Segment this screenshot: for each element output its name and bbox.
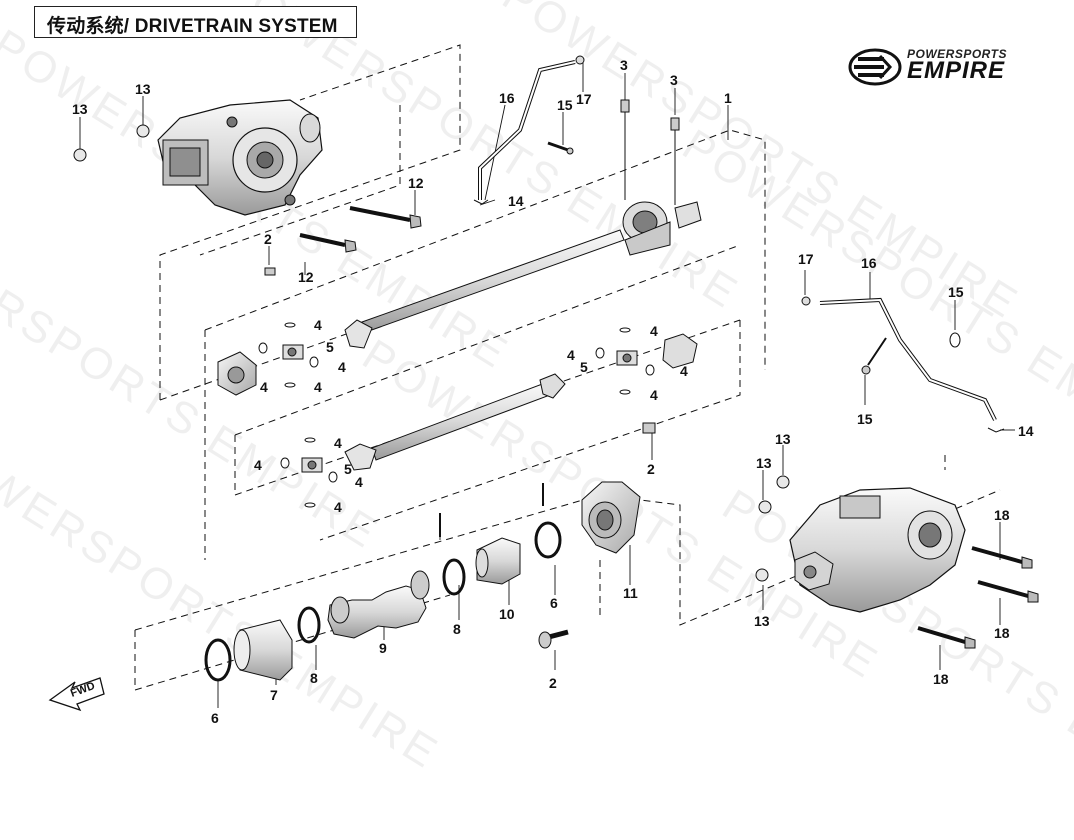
- callout-18: 18: [994, 507, 1010, 523]
- bolt-2: [642, 422, 656, 434]
- callout-9: 9: [379, 640, 387, 656]
- callout-1: 1: [724, 90, 732, 106]
- front-differential: [157, 99, 323, 216]
- propeller-shaft-upper: [344, 201, 702, 349]
- callout-4: 4: [680, 363, 688, 379]
- callout-15: 15: [948, 284, 964, 300]
- flange-yoke-front: [217, 351, 257, 396]
- washer-13: [73, 148, 87, 162]
- rear-differential: [789, 487, 966, 613]
- breather-hose: [473, 55, 585, 205]
- bolt-12: [299, 233, 357, 253]
- callout-3: 3: [620, 57, 628, 73]
- callout-4: 4: [314, 317, 322, 333]
- callout-2: 2: [647, 461, 655, 477]
- page-title: 传动系统/ DRIVETRAIN SYSTEM: [47, 16, 338, 37]
- callout-13: 13: [756, 455, 772, 471]
- callout-4: 4: [334, 499, 342, 515]
- rear-ujoint: [616, 333, 698, 369]
- callout-8: 8: [310, 670, 318, 686]
- callout-2: 2: [549, 675, 557, 691]
- washer-13: [758, 500, 772, 514]
- callout-18: 18: [994, 625, 1010, 641]
- callout-5: 5: [326, 339, 334, 355]
- callout-13: 13: [775, 431, 791, 447]
- washer-13: [136, 124, 150, 138]
- brand-tagline: POWERSPORTS: [907, 47, 1007, 61]
- callout-3: 3: [670, 72, 678, 88]
- cv-boot-parts: [204, 481, 641, 682]
- snap-rings: [280, 327, 655, 508]
- callout-4: 4: [650, 323, 658, 339]
- callout-5: 5: [344, 461, 352, 477]
- callout-4: 4: [338, 359, 346, 375]
- brand-name: EMPIRE: [907, 57, 1006, 84]
- callout-14: 14: [508, 193, 524, 209]
- diagram-canvas: FWD: [48, 44, 1039, 726]
- callout-4: 4: [355, 474, 363, 490]
- callout-5: 5: [580, 359, 588, 375]
- callout-18: 18: [933, 671, 949, 687]
- callout-12: 12: [298, 269, 314, 285]
- callout-14: 14: [1018, 423, 1034, 439]
- universal-joint: [282, 344, 304, 360]
- callout-17: 17: [576, 91, 592, 107]
- callout-13: 13: [135, 81, 151, 97]
- callout-4: 4: [260, 379, 268, 395]
- callout-15: 15: [557, 97, 573, 113]
- fwd-arrow-icon: FWD: [48, 677, 105, 712]
- callout-17: 17: [798, 251, 814, 267]
- bolt-3: [620, 99, 630, 113]
- callout-8: 8: [453, 621, 461, 637]
- callout-16: 16: [861, 255, 877, 271]
- callout-numbers: 13 13 12 12 2 16 15 17 14 3 3 1 4 5 4 4 …: [72, 57, 1034, 726]
- callout-6: 6: [211, 710, 219, 726]
- callout-7: 7: [270, 687, 278, 703]
- callout-13: 13: [754, 613, 770, 629]
- bolt-2: [264, 267, 276, 276]
- callout-16: 16: [499, 90, 515, 106]
- callout-15: 15: [857, 411, 873, 427]
- propeller-shaft-lower: [301, 373, 566, 473]
- callout-13: 13: [72, 101, 88, 117]
- title-box: 传动系统/ DRIVETRAIN SYSTEM: [34, 6, 357, 38]
- callout-12: 12: [408, 175, 424, 191]
- callout-6: 6: [550, 595, 558, 611]
- callout-4: 4: [334, 435, 342, 451]
- bolt-12: [349, 206, 422, 229]
- brand-logo-icon: [848, 48, 902, 86]
- callout-11: 11: [623, 585, 638, 601]
- callout-4: 4: [567, 347, 575, 363]
- callout-4: 4: [254, 457, 262, 473]
- bolt-18: [917, 546, 1039, 649]
- bolt-2: [538, 629, 569, 649]
- washer-13: [776, 475, 790, 489]
- callout-10: 10: [499, 606, 515, 622]
- callout-4: 4: [650, 387, 658, 403]
- washer-13: [755, 568, 769, 582]
- callout-2: 2: [264, 231, 272, 247]
- breather-hose-rear: [801, 296, 1005, 433]
- bolt-3: [670, 117, 680, 131]
- snap-rings: [258, 322, 319, 388]
- callout-4: 4: [314, 379, 322, 395]
